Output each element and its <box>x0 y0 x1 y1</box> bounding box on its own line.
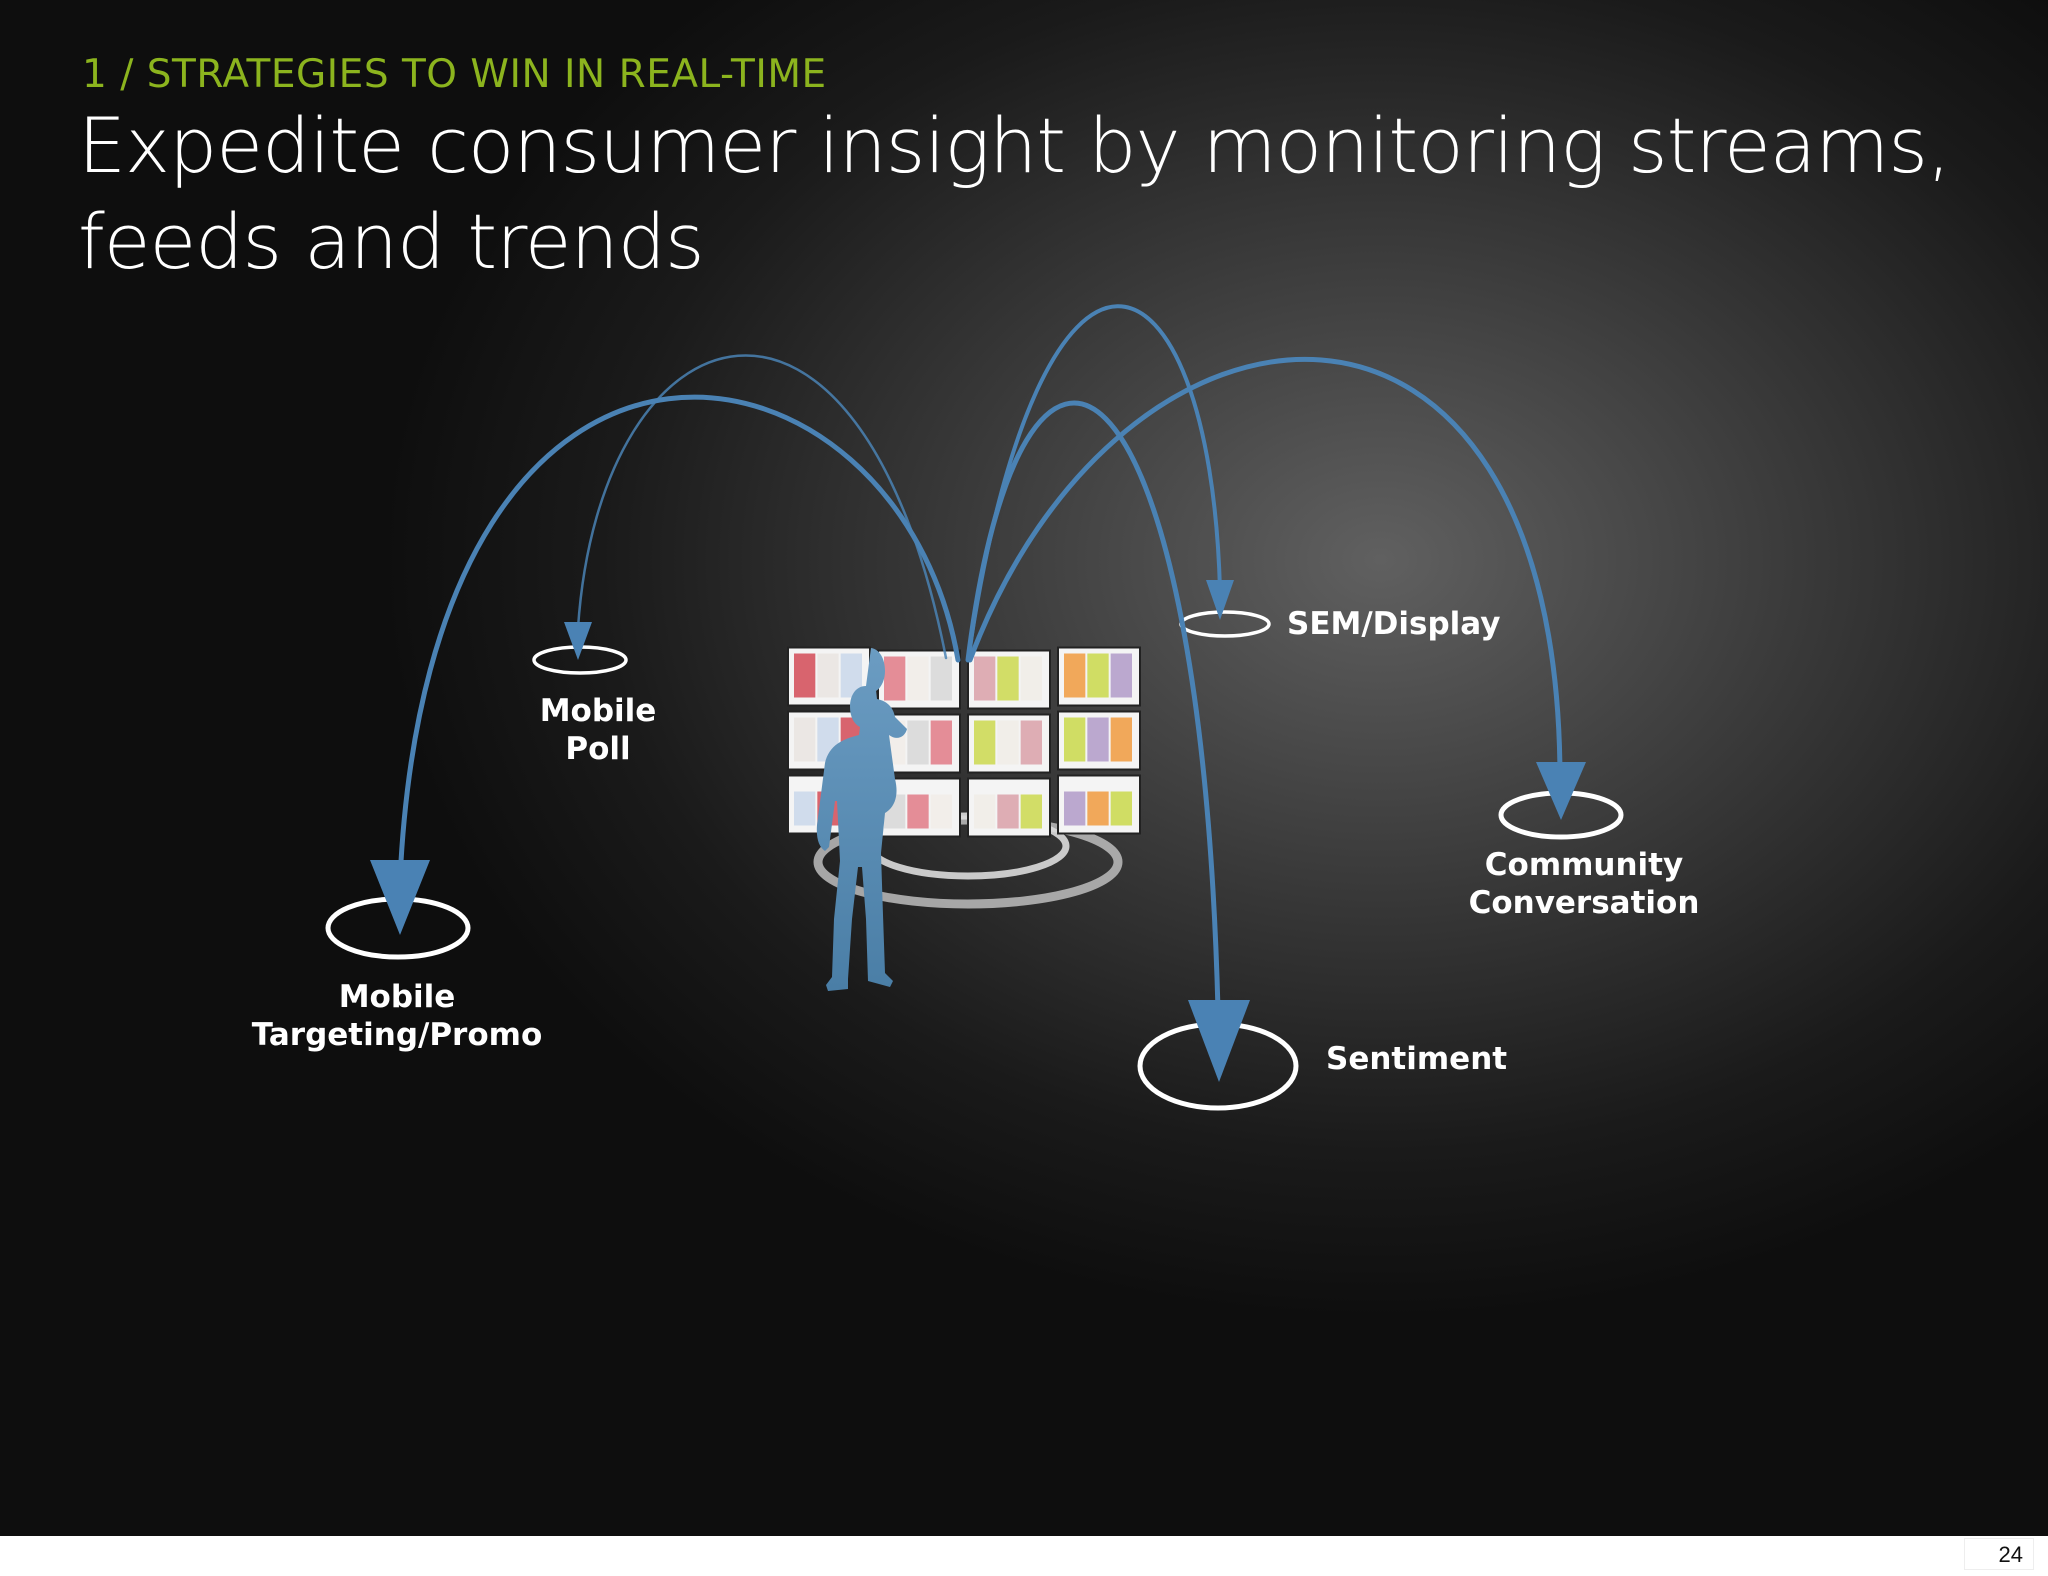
arrowhead-sentiment <box>1188 1000 1250 1082</box>
arc-to-mobile-targeting <box>397 394 961 883</box>
screen-tile <box>1110 653 1132 698</box>
arrowheads <box>370 580 1586 1082</box>
screen-tile <box>930 656 952 701</box>
arrowhead-mobile-targeting <box>370 860 430 935</box>
slide-headline: Expedite consumer insight by monitoring … <box>78 101 1951 286</box>
slide: 1 / STRATEGIES TO WIN IN REAL-TIME Exped… <box>0 0 2048 1536</box>
person-icon <box>816 648 907 991</box>
screen-tile <box>1087 717 1109 762</box>
screen-tile <box>1087 791 1109 826</box>
screen-tile <box>794 717 816 762</box>
screen-tile <box>907 794 929 829</box>
label-mobile-targeting: Mobile Targeting/Promo <box>251 979 543 1053</box>
arc-to-community <box>967 356 1563 783</box>
screen-tile <box>997 720 1019 765</box>
screen-tile <box>1064 653 1086 698</box>
screen-tile <box>1110 791 1132 826</box>
screen-tile <box>974 656 996 701</box>
strategy-diagram <box>370 304 1586 1082</box>
screen-tile <box>794 791 816 826</box>
label-community: Community Conversation <box>1468 847 1700 921</box>
screen-tile <box>974 720 996 765</box>
screen-tile <box>840 653 862 698</box>
screen-tile <box>1020 794 1042 829</box>
screen-tile <box>974 794 996 829</box>
arc-to-sentiment <box>965 400 1221 1013</box>
section-label: 1 / STRATEGIES TO WIN IN REAL-TIME <box>82 52 827 97</box>
screen-tile <box>1087 653 1109 698</box>
screen-tile <box>907 656 929 701</box>
arrowhead-community <box>1536 762 1586 820</box>
label-sentiment: Sentiment <box>1326 1041 1508 1077</box>
screen-tile <box>1020 656 1042 701</box>
screen-tile <box>794 653 816 698</box>
arc-to-mobile-poll <box>576 354 948 660</box>
screen-tile <box>884 656 906 701</box>
arrowhead-mobile-poll <box>564 622 592 660</box>
screen-tile <box>817 653 839 698</box>
screen-tile <box>997 794 1019 829</box>
ring-sem-display <box>1179 610 1271 638</box>
page-number: 24 <box>1964 1538 2034 1570</box>
screen-tile <box>1064 717 1086 762</box>
screen-tile <box>1064 791 1086 826</box>
arrowhead-sem-display <box>1206 580 1234 620</box>
screen-tile <box>930 720 952 765</box>
screen-tile <box>907 720 929 765</box>
screen-tile <box>930 794 952 829</box>
label-mobile-poll: Mobile Poll <box>539 693 657 767</box>
screen-tile <box>997 656 1019 701</box>
label-sem-display: SEM/Display <box>1287 606 1501 642</box>
screen-tile <box>1110 717 1132 762</box>
screen-tile <box>1020 720 1042 765</box>
arrow-arcs <box>397 304 1563 1013</box>
